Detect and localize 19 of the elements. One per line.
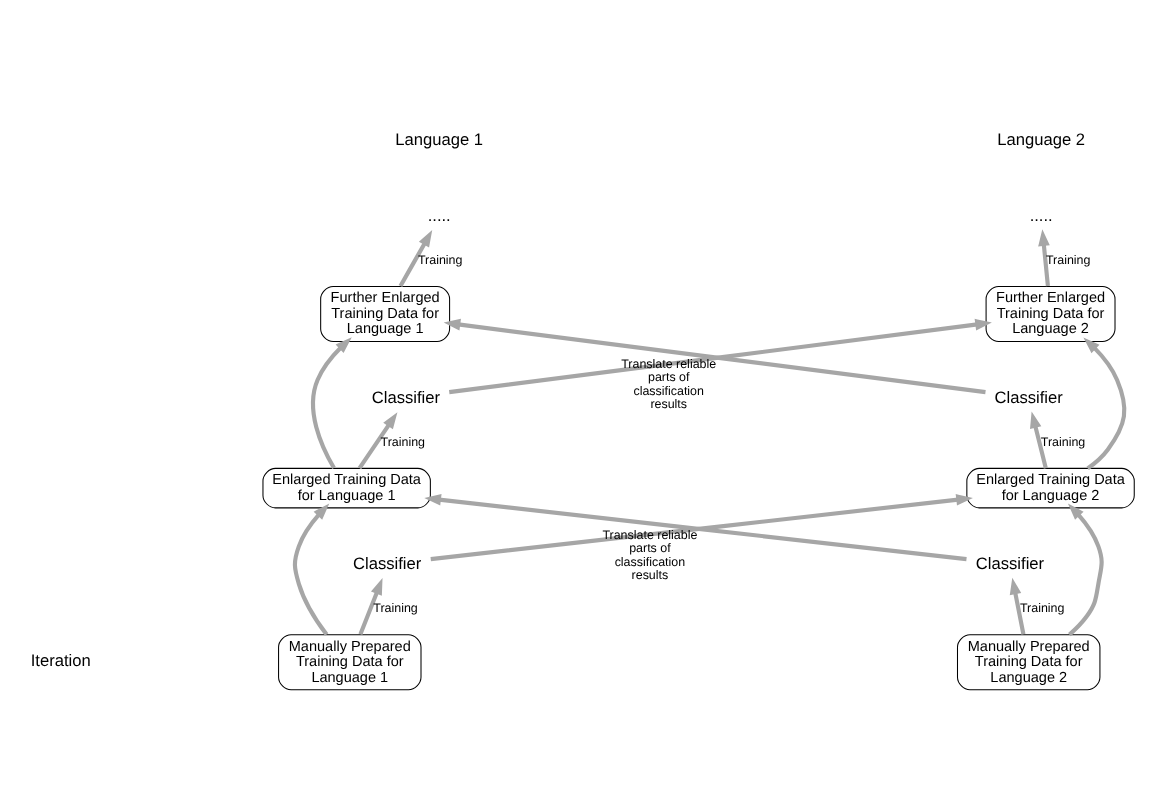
node-text: Classifier <box>994 385 1063 406</box>
arrow <box>398 229 433 286</box>
node-text: Classifier <box>353 552 422 573</box>
arrow <box>292 502 330 635</box>
arrow <box>1030 410 1048 468</box>
arrow <box>1009 576 1026 634</box>
label: Language 1 <box>395 127 484 148</box>
arrow <box>1038 228 1050 286</box>
arrow <box>358 577 383 634</box>
node-text: ..... <box>427 203 451 224</box>
label: Language 2 <box>997 127 1086 148</box>
arrow <box>310 336 352 469</box>
label: Iteration <box>30 649 91 670</box>
arrow <box>357 411 398 469</box>
arrow <box>1083 336 1127 470</box>
arrow <box>1067 502 1104 636</box>
node-text: ..... <box>1029 203 1053 224</box>
node-text: Classifier <box>975 552 1045 573</box>
node-text: Classifier <box>371 385 441 406</box>
